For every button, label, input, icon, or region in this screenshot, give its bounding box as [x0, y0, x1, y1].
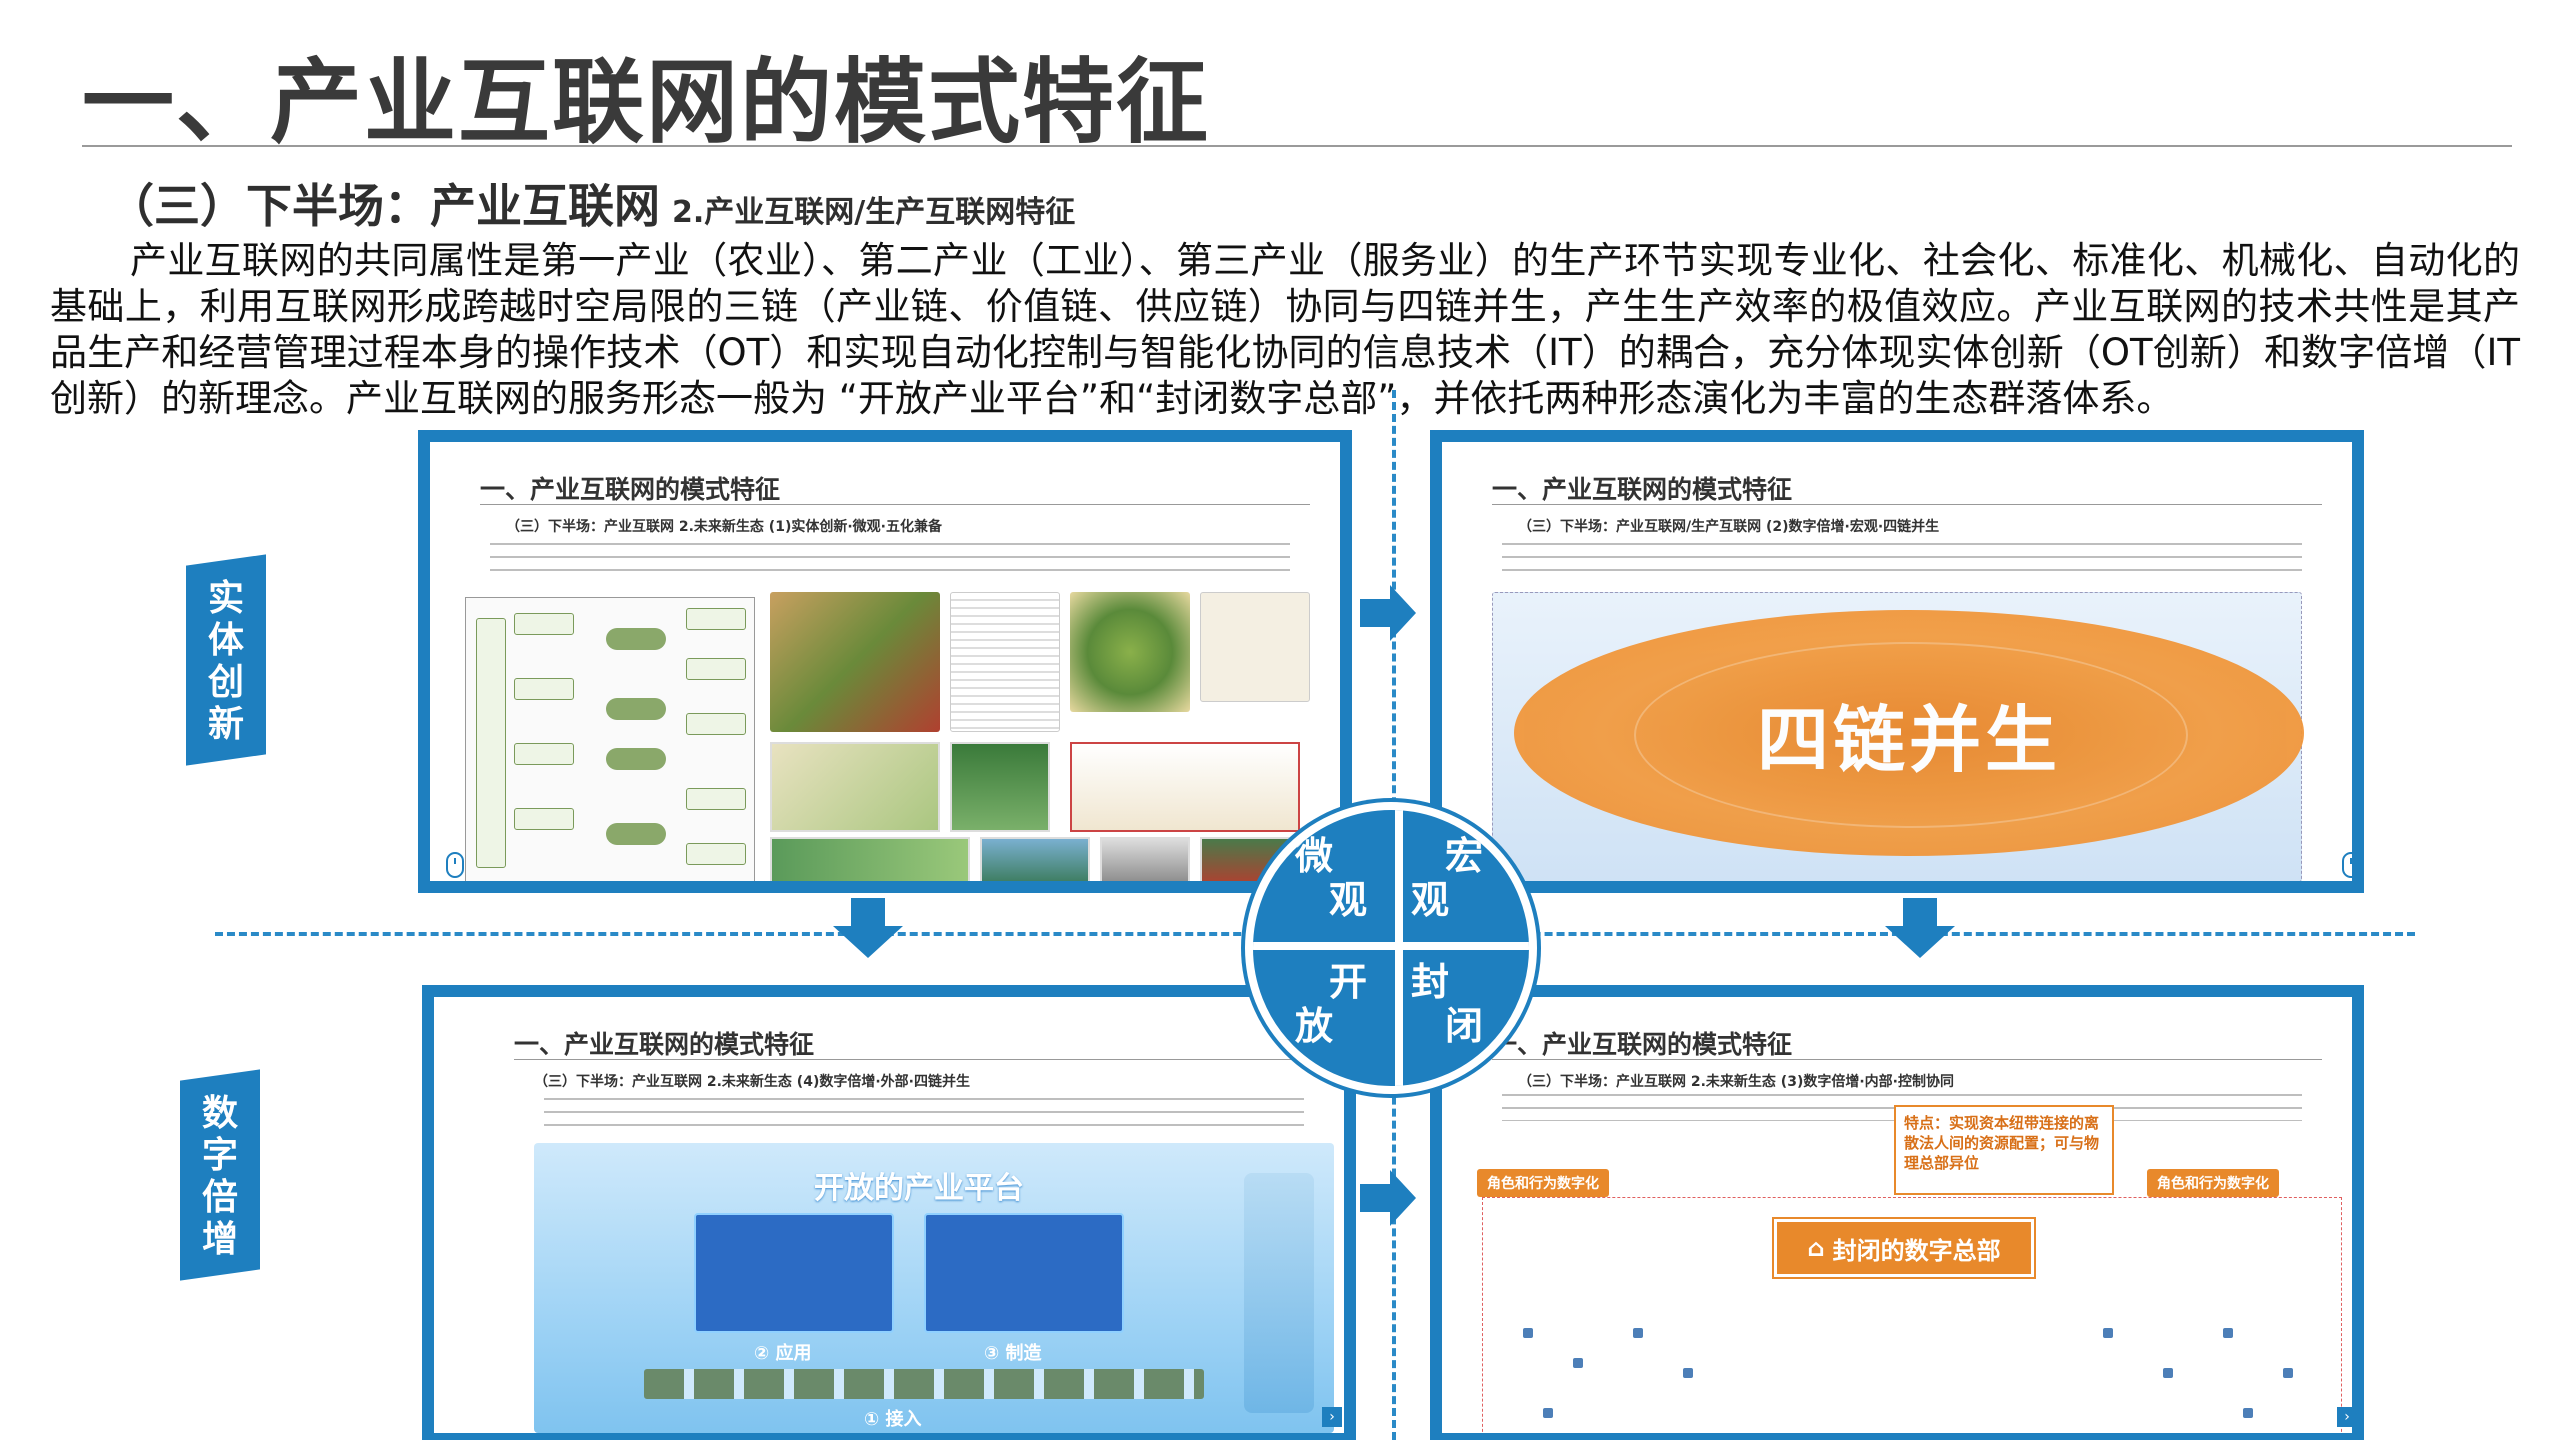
slide-thumbnail: 一、产业互联网的模式特征 （三）下半场：产业互联网 2.未来新生态 (1)实体创… — [430, 442, 1340, 881]
diagram-node — [606, 698, 666, 720]
feature-box: 特点：实现资本纽带连接的离散法人间的资源配置；可与物理总部异位 — [1894, 1105, 2114, 1195]
slide-thumbnail: 一、产业互联网的模式特征 （三）下半场：产业互联网 2.未来新生态 (4)数字倍… — [434, 997, 1344, 1433]
slide-text-lines — [490, 540, 1290, 580]
four-chains-oval: 四链并生 — [1514, 610, 2304, 856]
open-platform-graphic: 开放的产业平台 ② 应用 ③ 制造 ① 接入 — [534, 1143, 1334, 1433]
network-node — [2283, 1368, 2293, 1378]
slide-text-lines — [1502, 540, 2302, 580]
arrow-right-icon — [1360, 1170, 1416, 1226]
photo-field — [770, 837, 970, 881]
network-node — [2223, 1328, 2233, 1338]
intro-paragraph: 产业互联网的共同属性是第一产业（农业）、第二产业（工业）、第三产业（服务业）的生… — [50, 239, 2520, 420]
photo-fruits — [770, 742, 940, 832]
diagram-node — [606, 748, 666, 770]
slide-subtitle: （三）下半场：产业互联网 2.未来新生态 (1)实体创新·微观·五化兼备 — [506, 519, 942, 535]
network-node — [2243, 1408, 2253, 1418]
section-subtitle: （三）下半场：产业互联网 2.产业互联网/生产互联网特征 — [108, 170, 1075, 236]
mouse-icon — [2342, 852, 2352, 878]
center-quadrant-circle: 微 观 宏 观 开 放 封 闭 — [1245, 802, 1537, 1094]
panel-open-platform[interactable]: 一、产业互联网的模式特征 （三）下半场：产业互联网 2.未来新生态 (4)数字倍… — [422, 985, 1356, 1440]
panel-micro-entity[interactable]: 一、产业互联网的模式特征 （三）下半场：产业互联网 2.未来新生态 (1)实体创… — [418, 430, 1352, 893]
table-image — [950, 592, 1060, 732]
slide-subtitle: （三）下半场：产业互联网 2.未来新生态 (4)数字倍增·外部·四链并生 — [534, 1074, 970, 1090]
slide-title: 一、产业互联网的模式特征 — [1492, 475, 1793, 504]
circle-divider-horizontal — [1253, 942, 1529, 950]
arrow-down-icon — [833, 898, 903, 958]
panel-macro-four-chains[interactable]: 一、产业互联网的模式特征 （三）下半场：产业互联网/生产互联网 (2)数字倍增·… — [1430, 430, 2364, 893]
photo-machine — [1100, 837, 1190, 881]
slide-subtitle: （三）下半场：产业互联网 2.未来新生态 (3)数字倍增·内部·控制协同 — [1518, 1074, 1954, 1090]
quadrant-open: 开 放 — [1294, 960, 1368, 1048]
product-wheel-image — [1070, 592, 1190, 712]
diagram-box — [686, 713, 746, 735]
arrow-down-icon — [1885, 898, 1955, 958]
next-icon[interactable]: › — [2337, 1407, 2352, 1427]
diagram-node — [606, 628, 666, 650]
diagram-box — [686, 658, 746, 680]
building-icon: ⌂ — [1807, 1234, 1825, 1262]
page-title: 一、产业互联网的模式特征 — [82, 49, 1211, 156]
subtitle-main: （三）下半场：产业互联网 — [108, 179, 660, 233]
four-chains-label: 四链并生 — [1756, 697, 2061, 782]
slide-divider — [514, 1059, 1324, 1060]
role-tag-left: 角色和行为数字化 — [1477, 1169, 1609, 1197]
platform-screen — [924, 1213, 1124, 1333]
diagram-box — [514, 743, 574, 765]
quadrant-micro: 微 观 — [1294, 834, 1368, 922]
slide-thumbnail: 一、产业互联网的模式特征 （三）下半场：产业互联网 2.未来新生态 (3)数字倍… — [1442, 997, 2352, 1433]
photo-certificate — [1070, 742, 1300, 832]
arrow-right-icon — [1360, 585, 1416, 641]
label-digital-multiplier: 数 字 倍 增 — [180, 1069, 260, 1281]
open-platform-title: 开放的产业平台 — [814, 1171, 1024, 1206]
diagram-box — [686, 608, 746, 630]
network-node — [1523, 1328, 1533, 1338]
diagram-box — [686, 843, 746, 865]
diagram-node — [606, 823, 666, 845]
slide-divider — [1492, 1059, 2322, 1060]
closed-digital-hq-label: 封闭的数字总部 — [1832, 1236, 2001, 1265]
network-node — [2103, 1328, 2113, 1338]
next-icon[interactable]: › — [1322, 1407, 1342, 1427]
label-apply: ② 应用 — [754, 1343, 812, 1364]
slide-thumbnail: 一、产业互联网的模式特征 （三）下半场：产业互联网/生产互联网 (2)数字倍增·… — [1442, 442, 2352, 881]
closed-digital-hq-box: ⌂ 封闭的数字总部 — [1774, 1219, 2034, 1277]
photo-document — [950, 742, 1050, 832]
title-divider — [82, 145, 2512, 147]
diagram-box — [514, 808, 574, 830]
network-diagram — [1482, 1197, 2342, 1433]
side-column — [1244, 1173, 1314, 1413]
slide-title: 一、产业互联网的模式特征 — [1492, 1030, 1793, 1059]
panel-closed-digital-hq[interactable]: 一、产业互联网的模式特征 （三）下半场：产业互联网 2.未来新生态 (3)数字倍… — [1430, 985, 2364, 1440]
platform-screen — [694, 1213, 894, 1333]
slide-title: 一、产业互联网的模式特征 — [514, 1030, 815, 1059]
diagram-box — [514, 678, 574, 700]
label-make: ③ 制造 — [984, 1343, 1042, 1364]
image-strip — [644, 1369, 1204, 1399]
quadrant-closed: 封 闭 — [1410, 960, 1484, 1048]
mouse-icon — [446, 852, 464, 878]
slide-subtitle: （三）下半场：产业互联网/生产互联网 (2)数字倍增·宏观·四链并生 — [1518, 519, 1940, 535]
china-map-image — [770, 592, 940, 732]
label-entity-innovation: 实 体 创 新 — [186, 554, 266, 766]
network-node — [1683, 1368, 1693, 1378]
diagram-box — [686, 788, 746, 810]
network-node — [2163, 1368, 2173, 1378]
slide-title: 一、产业互联网的模式特征 — [480, 475, 781, 504]
network-node — [1543, 1408, 1553, 1418]
diagram-box — [514, 613, 574, 635]
market-diagram — [465, 597, 755, 881]
network-node — [1633, 1328, 1643, 1338]
quadrant-macro: 宏 观 — [1410, 834, 1484, 922]
subtitle-sub: 2.产业互联网/生产互联网特征 — [672, 195, 1076, 230]
poster-image — [1200, 592, 1310, 702]
slide-divider — [480, 504, 1310, 505]
label-access: ① 接入 — [864, 1409, 922, 1430]
slide-divider — [1492, 504, 2322, 505]
role-tag-right: 角色和行为数字化 — [2147, 1169, 2279, 1197]
diagram-box — [476, 618, 506, 868]
slide-text-lines — [544, 1095, 1304, 1135]
photo-irrigation — [980, 837, 1090, 881]
network-node — [1573, 1358, 1583, 1368]
